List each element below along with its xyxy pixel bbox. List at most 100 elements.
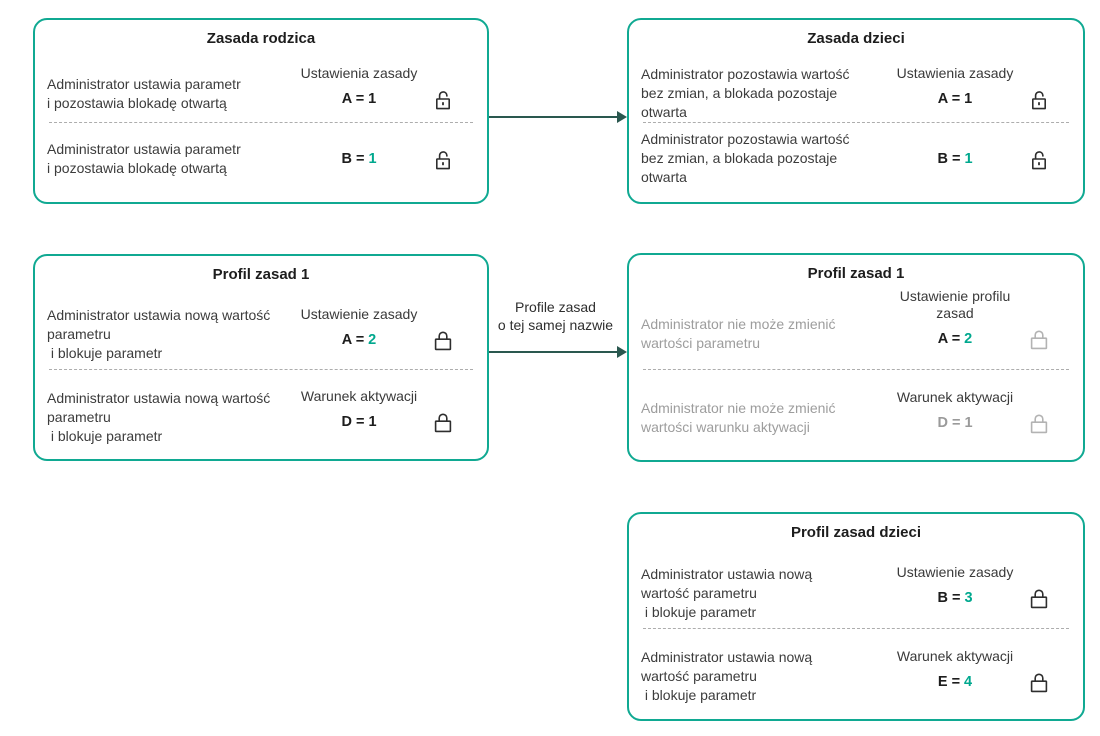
parameter-name: B = — [937, 150, 961, 167]
box-title: Zasada dzieci — [807, 30, 905, 47]
box-title: Profil zasad dzieci — [790, 524, 922, 541]
lock-icon — [432, 87, 454, 111]
column-label: Ustawienia zasady — [300, 64, 418, 81]
parameter-number: 4 — [964, 673, 973, 690]
closed-lock-icon — [1030, 589, 1048, 609]
parameter-value: Warunek aktywacji D =1 — [301, 388, 417, 431]
parameter-value: Ustawienie zasady B =3 — [897, 564, 1014, 607]
parameter-value: B =1 — [341, 151, 376, 167]
box-title: Profil zasad 1 — [212, 266, 310, 283]
parameter-name: B = — [937, 590, 961, 607]
parameter-name: B = — [341, 150, 365, 167]
parameter-value: Warunek aktywacji D =1 — [897, 389, 1013, 431]
open-lock-icon — [1032, 150, 1046, 169]
lock-icon — [1028, 327, 1050, 351]
parameter-value: Ustawienie zasady A =2 — [301, 306, 418, 348]
lock-icon — [1028, 87, 1050, 111]
parent-policy-box: Zasada rodzica Administrator ustawia par… — [33, 18, 489, 204]
parameter-name: A = — [937, 331, 961, 348]
parameter-name: D = — [937, 414, 961, 431]
box-title: Profil zasad 1 — [807, 265, 905, 282]
lock-icon — [432, 147, 454, 171]
parameter-value: Ustawienia zasady A =1 — [897, 65, 1014, 107]
parameter-number: 1 — [964, 90, 973, 107]
lock-icon — [1028, 147, 1050, 171]
policy-profile-1-child-box: Profil zasad 1 Administrator nie może zm… — [627, 253, 1085, 462]
closed-lock-icon — [1030, 414, 1048, 433]
lock-icon — [1028, 411, 1050, 435]
dashed-divider — [643, 368, 1069, 370]
dashed-divider — [49, 122, 473, 123]
parameter-number: 1 — [964, 414, 973, 431]
profile-arrow-label: Profile zasad o tej samej nazwie — [497, 299, 614, 333]
lock-icon — [1028, 586, 1050, 610]
dashed-divider — [49, 368, 473, 370]
column-label: Ustawienia zasady — [896, 64, 1014, 81]
parameter-number: 1 — [368, 90, 377, 107]
parameter-name: D = — [341, 414, 365, 431]
parameter-number: 1 — [368, 150, 377, 167]
lock-icon — [1028, 670, 1050, 694]
dashed-divider — [643, 122, 1069, 123]
lock-icon — [432, 328, 454, 352]
parameter-number: 2 — [368, 331, 377, 348]
open-lock-icon — [1032, 90, 1046, 109]
parameter-name: A = — [341, 90, 365, 107]
column-label: Ustawienie zasady — [896, 564, 1014, 581]
closed-lock-icon — [1030, 673, 1048, 692]
column-label: Ustawienie zasady — [300, 305, 418, 322]
child-policy-profile-box: Profil zasad dzieci Administrator ustawi… — [627, 512, 1085, 721]
child-policy-box: Zasada dzieci Administrator pozostawia w… — [627, 18, 1085, 204]
parameter-value: B =1 — [937, 151, 972, 167]
open-lock-icon — [436, 90, 450, 109]
profile-to-profile-arrow — [489, 346, 627, 358]
column-label: Warunek aktywacji — [896, 388, 1014, 405]
parameter-number: 1 — [964, 150, 973, 167]
closed-lock-icon — [434, 413, 452, 433]
parameter-value: Warunek aktywacji E =4 — [897, 648, 1013, 690]
parameter-name: E = — [937, 673, 961, 690]
parameter-number: 1 — [368, 414, 377, 431]
box-title: Zasada rodzica — [206, 30, 316, 47]
parent-to-child-arrow — [489, 111, 627, 123]
lock-icon — [432, 410, 454, 434]
open-lock-icon — [436, 150, 450, 169]
parameter-number: 3 — [964, 590, 973, 607]
closed-lock-icon — [434, 331, 452, 350]
column-label: Warunek aktywacji — [896, 647, 1014, 664]
policy-profile-1-box: Profil zasad 1 Administrator ustawia now… — [33, 254, 489, 461]
parameter-number: 2 — [964, 331, 973, 348]
parameter-name: A = — [937, 90, 961, 107]
parameter-value: Ustawienia zasady A =1 — [301, 65, 418, 107]
parameter-name: A = — [341, 331, 365, 348]
closed-lock-icon — [1030, 330, 1048, 350]
dashed-divider — [643, 627, 1069, 629]
